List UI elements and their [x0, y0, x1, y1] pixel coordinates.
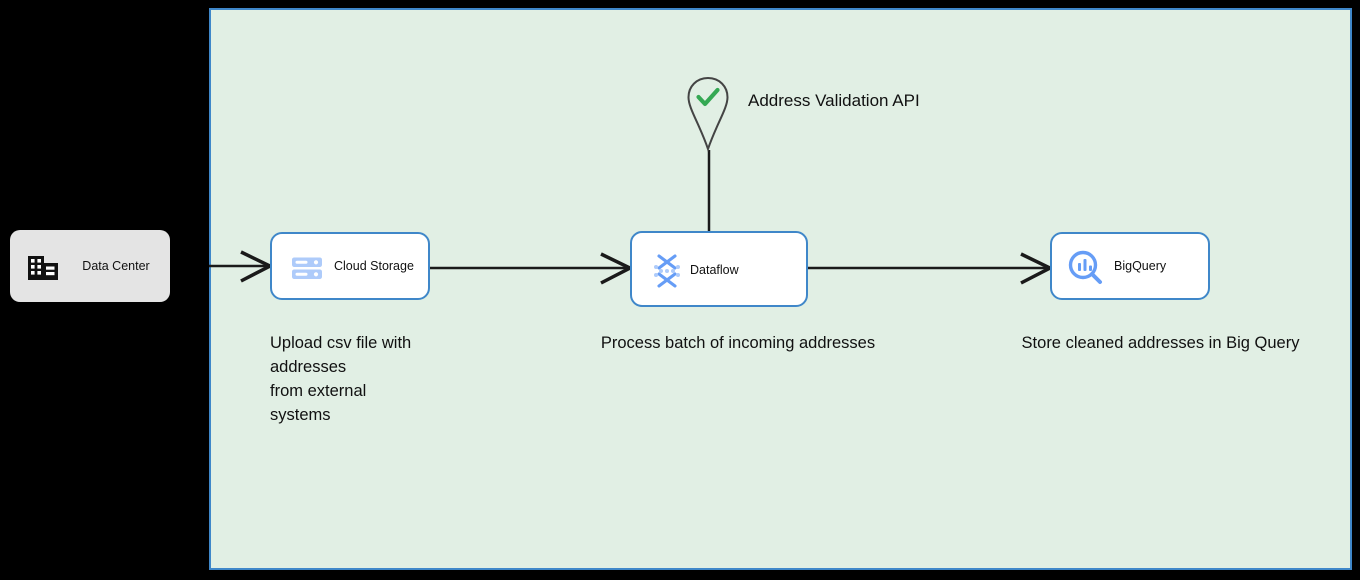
dataflow-label: Dataflow [690, 263, 739, 277]
dataflow-icon [648, 252, 686, 290]
cloud-storage-icon [290, 251, 324, 285]
caption-storage-line-1: Upload csv file with [270, 334, 412, 352]
caption-dataflow: Process batch of incoming addresses [600, 334, 876, 352]
connector-datacenter-to-storage [209, 250, 274, 283]
cloud-storage-label: Cloud Storage [334, 259, 414, 273]
caption-storage-line-3: from external [270, 382, 367, 400]
map-pin-check-icon[interactable] [686, 76, 730, 152]
node-dataflow[interactable]: Dataflow [630, 231, 808, 307]
data-center-label: Data Center [82, 259, 150, 273]
caption-bigquery: Store cleaned addresses in Big Query [1021, 334, 1300, 352]
bigquery-label: BigQuery [1114, 259, 1167, 273]
api-label-line-2: API [892, 91, 920, 110]
connector-storage-to-dataflow [430, 252, 634, 285]
node-bigquery[interactable]: BigQuery [1050, 232, 1210, 300]
caption-storage-line-4: systems [270, 406, 331, 424]
bigquery-icon [1066, 248, 1106, 288]
node-cloud-storage[interactable]: Cloud Storage [270, 232, 430, 300]
api-label-line-1: Address Validation [748, 91, 889, 110]
caption-storage-line-2: addresses [270, 358, 347, 376]
data-center-icon [28, 256, 58, 280]
connector-dataflow-to-bigquery [808, 252, 1054, 285]
caption-cloud-storage: Upload csv file with addresses from exte… [270, 331, 500, 427]
address-validation-api-label: Address Validation API [748, 89, 978, 112]
